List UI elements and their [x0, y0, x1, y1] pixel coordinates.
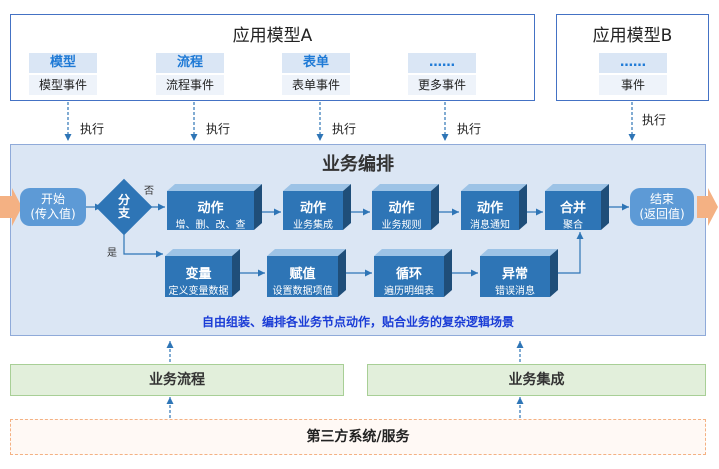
orchestration-title: 业务编排 [322, 154, 394, 175]
node-assign-shape [267, 249, 346, 297]
model-a-col-form[interactable]: 表单 表单事件 [282, 53, 350, 95]
end-node[interactable]: 结束 (返回值) [630, 188, 694, 226]
model-a-col-event: 表单事件 [282, 75, 350, 95]
node-action-crud[interactable]: 动作 增、删、改、查 [175, 201, 246, 231]
model-a-col-model[interactable]: 模型 模型事件 [29, 53, 97, 95]
exec-label: 执行 [332, 122, 357, 136]
node-loop-shape [374, 249, 452, 297]
node-variable-shape [165, 249, 240, 297]
model-b-col-head: …… [599, 53, 667, 73]
node-variable[interactable]: 变量 定义变量数据 [168, 267, 229, 297]
node-exception-shape [480, 249, 558, 297]
model-a-col-head: 表单 [282, 53, 350, 73]
model-a-box: 应用模型A 模型 模型事件 流程 流程事件 表单 表单事件 …… 更多事件 [10, 14, 535, 101]
start-node[interactable]: 开始 (传入值) [20, 188, 86, 226]
model-a-col-head: 流程 [156, 53, 224, 73]
start-node-sub: (传入值) [30, 207, 76, 221]
node-loop[interactable]: 循环 遍历明细表 [384, 267, 434, 297]
node-action-crud-shape [167, 184, 262, 230]
model-a-col-head: 模型 [29, 53, 97, 73]
business-integration-box[interactable]: 业务集成 [367, 364, 706, 396]
orchestration-panel [10, 144, 706, 336]
outbound-arrow [697, 188, 718, 226]
node-action-rules-shape [372, 184, 439, 230]
node-action-rules[interactable]: 动作 业务规则 [381, 201, 422, 231]
node-action-integration[interactable]: 动作 业务集成 [293, 201, 333, 231]
node-action-notify[interactable]: 动作 消息通知 [470, 201, 510, 231]
start-node-label: 开始 [40, 192, 65, 206]
exec-label: 执行 [206, 122, 231, 136]
node-exception[interactable]: 异常 错误消息 [495, 267, 535, 297]
exec-label: 执行 [80, 122, 105, 136]
model-b-col-more[interactable]: …… 事件 [599, 53, 667, 95]
model-b-col-event: 事件 [599, 75, 667, 95]
node-action-notify-shape [461, 184, 527, 230]
node-action-integration-shape [283, 184, 351, 230]
model-a-col-event: 模型事件 [29, 75, 97, 95]
node-assign[interactable]: 赋值 设置数据项值 [272, 267, 333, 297]
end-node-sub: (返回值) [639, 207, 685, 221]
branch-no-label: 否 [144, 186, 154, 197]
third-party-box[interactable]: 第三方系统/服务 [10, 419, 706, 455]
inbound-arrow [0, 188, 22, 226]
business-flow-box[interactable]: 业务流程 [10, 364, 344, 396]
end-node-label: 结束 [649, 192, 674, 206]
model-a-title: 应用模型A [232, 26, 313, 46]
exec-label: 执行 [457, 122, 482, 136]
model-a-col-more[interactable]: …… 更多事件 [408, 53, 476, 95]
model-a-col-flow[interactable]: 流程 流程事件 [156, 53, 224, 95]
model-a-col-event: 流程事件 [156, 75, 224, 95]
branch-node-label: 分 支 [117, 193, 130, 220]
node-merge[interactable]: 合并 聚合 [559, 201, 586, 231]
node-merge-shape [545, 184, 609, 230]
exec-label: 执行 [642, 113, 667, 127]
model-b-box: 应用模型B …… 事件 [556, 14, 709, 101]
orchestration-slogan: 自由组装、编排各业务节点动作，贴合业务的复杂逻辑场景 [201, 315, 514, 329]
model-a-col-head: …… [408, 53, 476, 73]
model-b-title: 应用模型B [592, 26, 673, 46]
branch-yes-label: 是 [107, 248, 117, 259]
model-a-col-event: 更多事件 [408, 75, 476, 95]
